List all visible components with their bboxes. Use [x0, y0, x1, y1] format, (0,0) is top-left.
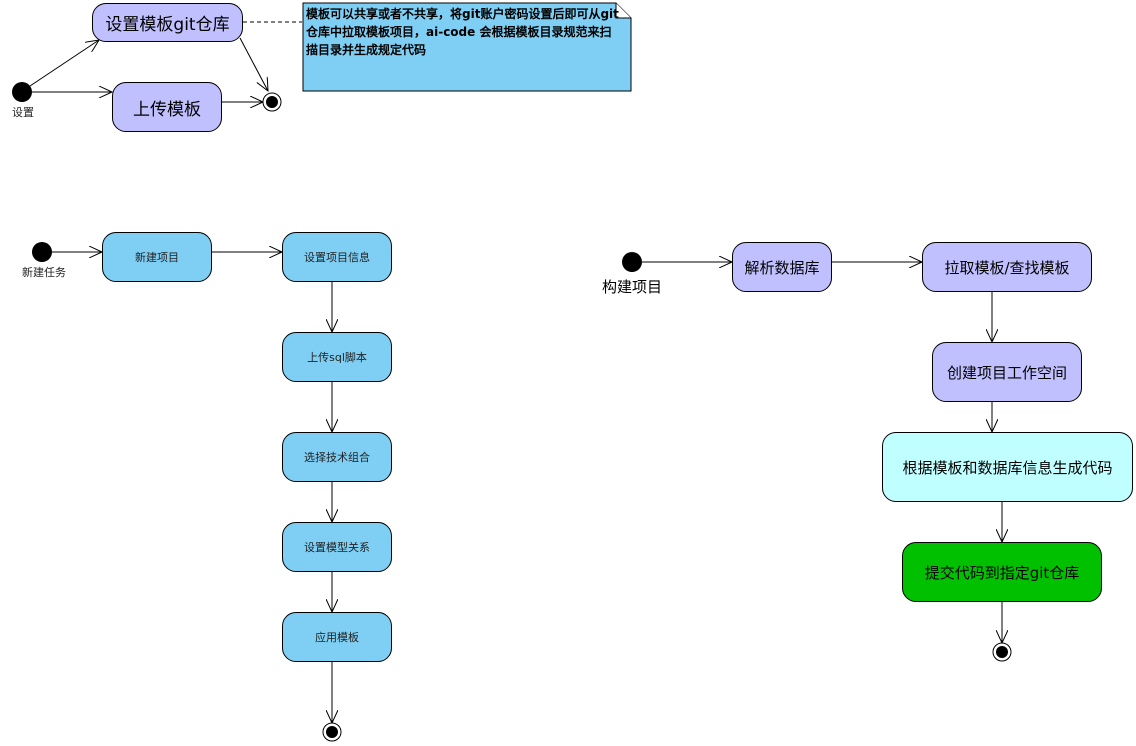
- action-upload-template[interactable]: 上传模板: [112, 82, 222, 132]
- action-choose-tech-stack[interactable]: 选择技术组合: [282, 432, 392, 482]
- action-parse-database[interactable]: 解析数据库: [732, 242, 832, 292]
- edge-setup-to-git: [29, 40, 99, 87]
- action-set-project-info[interactable]: 设置项目信息: [282, 232, 392, 282]
- action-pull-find-template[interactable]: 拉取模板/查找模板: [922, 242, 1092, 292]
- action-upload-sql[interactable]: 上传sql脚本: [282, 332, 392, 382]
- action-set-model-relations[interactable]: 设置模型关系: [282, 522, 392, 572]
- initial-label-setup: 设置: [12, 106, 34, 119]
- initial-label-build: 构建项目: [602, 278, 663, 296]
- final-node-task: [322, 722, 342, 742]
- edge-git-to-final: [239, 37, 268, 91]
- initial-node-build: [622, 252, 642, 272]
- action-new-project[interactable]: 新建项目: [102, 232, 212, 282]
- action-generate-code[interactable]: 根据模板和数据库信息生成代码: [882, 432, 1133, 502]
- action-apply-template[interactable]: 应用模板: [282, 612, 392, 662]
- action-set-template-git-repo[interactable]: 设置模板git仓库: [92, 3, 243, 42]
- note-shape: [302, 2, 632, 92]
- initial-label-task: 新建任务: [22, 266, 66, 279]
- note-text: 模板可以共享或者不共享，将git账户密码设置后即可从git仓库中拉取模板项目，a…: [306, 7, 619, 57]
- initial-node-task: [32, 242, 52, 262]
- action-commit-to-git[interactable]: 提交代码到指定git仓库: [902, 542, 1102, 602]
- action-create-workspace[interactable]: 创建项目工作空间: [932, 342, 1082, 402]
- initial-node-setup: [12, 82, 32, 102]
- note-fold: [615, 3, 631, 19]
- final-node-build: [992, 642, 1012, 662]
- note-template-sharing: 模板可以共享或者不共享，将git账户密码设置后即可从git仓库中拉取模板项目，a…: [302, 2, 632, 92]
- final-node-setup: [262, 92, 282, 112]
